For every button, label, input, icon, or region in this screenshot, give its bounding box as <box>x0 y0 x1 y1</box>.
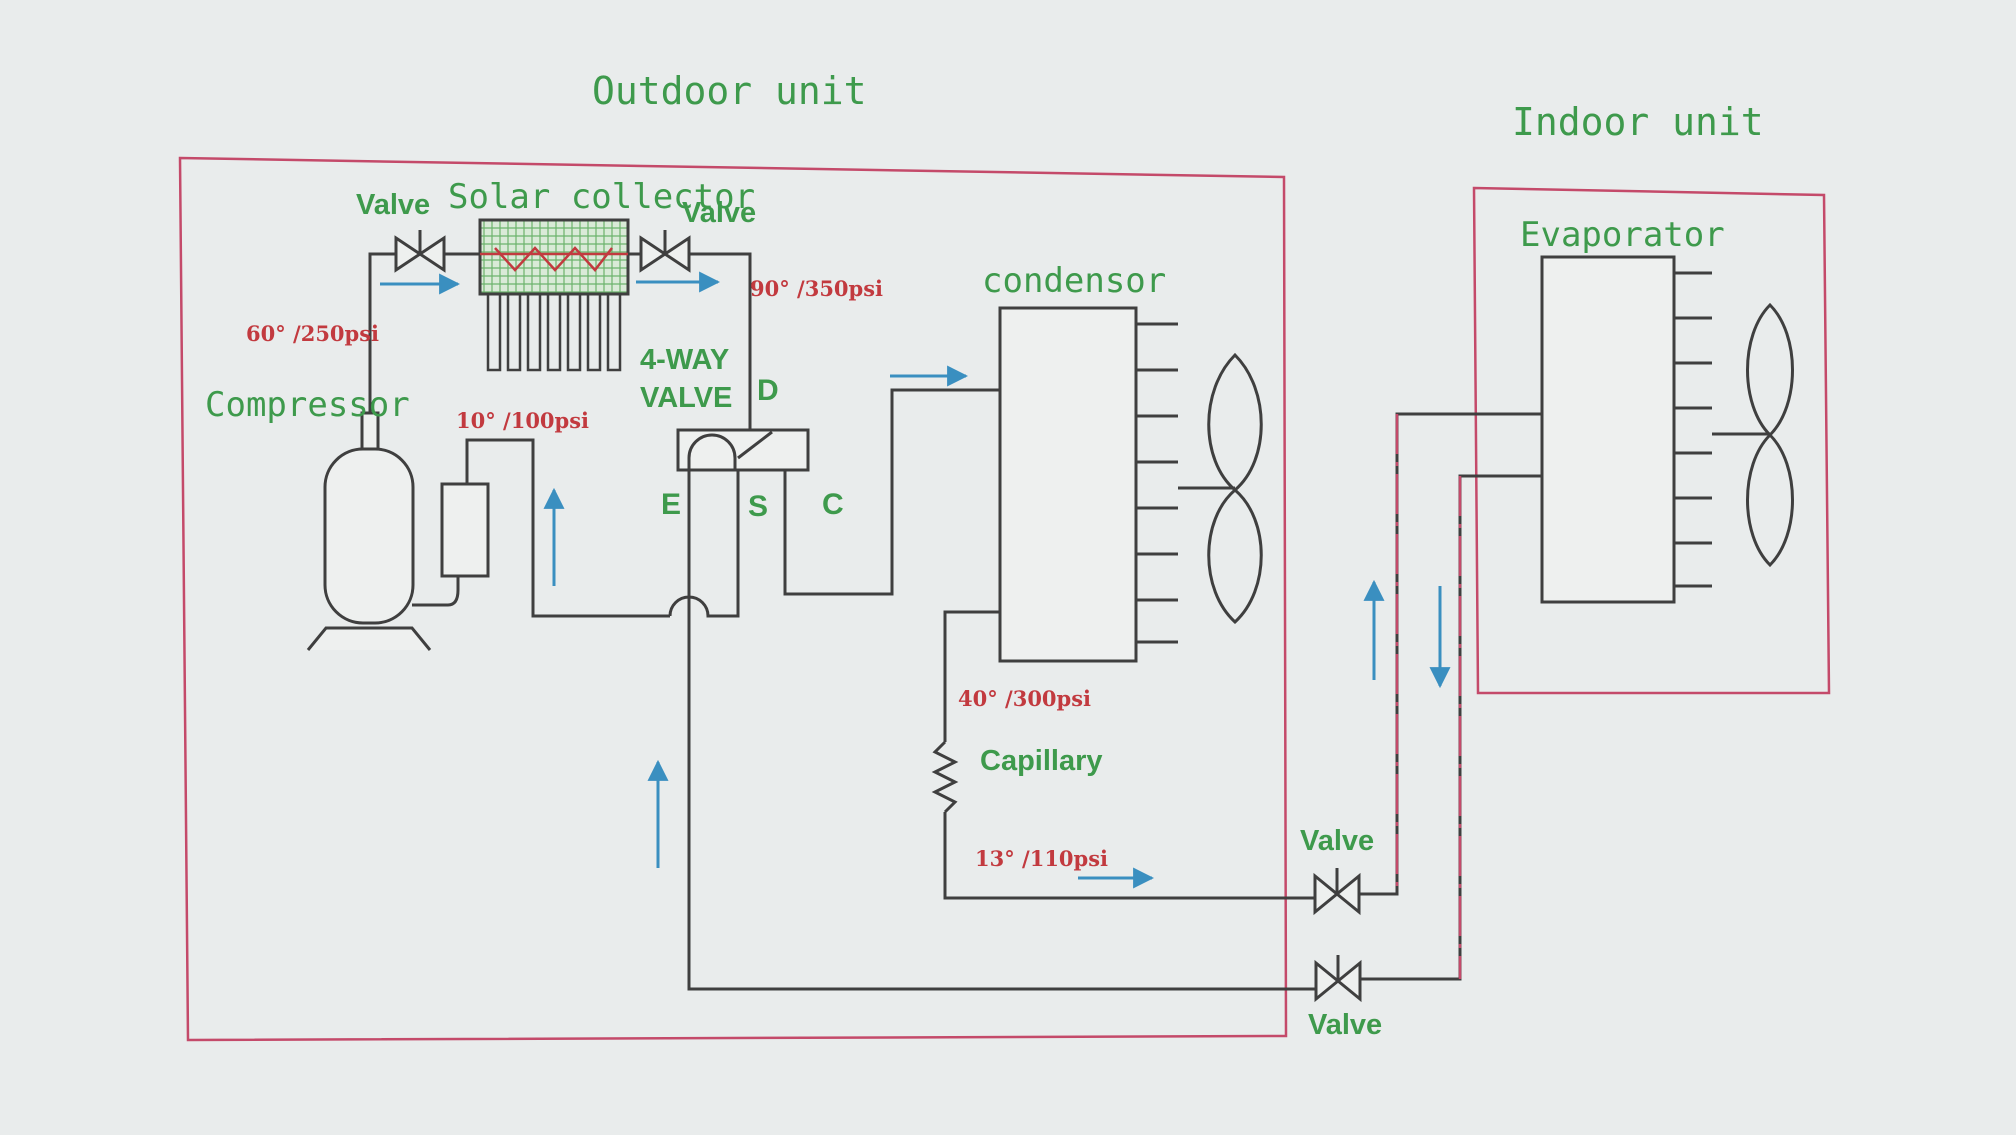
reading-condensor-outlet: 40° /300psi <box>958 686 1091 711</box>
evaporator-fan-icon <box>1712 302 1794 568</box>
flow-arrows <box>380 271 1451 889</box>
valve-liquid-line <box>1313 868 1361 916</box>
port-d-label: D <box>757 374 779 407</box>
port-e-label: E <box>661 488 681 521</box>
valve-top-left <box>394 230 446 273</box>
reading-suction: 10° /100psi <box>456 408 589 433</box>
reading-capillary-outlet: 13° /110psi <box>975 846 1108 871</box>
capillary-label: Capillary <box>980 745 1103 777</box>
valve-liquid-label: Valve <box>1300 825 1374 857</box>
indoor-unit-boundary <box>1472 186 1831 695</box>
condensor-label: condensor <box>982 261 1166 301</box>
compressor-label: Compressor <box>205 385 410 425</box>
valve-top-right-label: Valve <box>682 197 756 229</box>
valve-top-right <box>639 230 691 273</box>
four-way-valve-label-line1: 4-WAY <box>640 344 729 376</box>
outdoor-unit-title: Outdoor unit <box>592 69 867 113</box>
solar-collector <box>478 218 630 372</box>
interunit-lines <box>1395 414 1462 979</box>
refrigerant-pipes <box>368 252 1542 991</box>
valve-gas-line <box>1314 955 1362 1003</box>
four-way-valve-label-line2: VALVE <box>640 382 732 414</box>
indoor-unit-title: Indoor unit <box>1512 100 1764 144</box>
reading-collector-outlet: 90° /350psi <box>750 276 883 301</box>
compressor <box>306 411 432 651</box>
evaporator-label: Evaporator <box>1520 215 1725 255</box>
valve-top-left-label: Valve <box>356 189 430 221</box>
port-s-label: S <box>748 490 768 523</box>
outdoor-unit-boundary <box>178 156 1288 1042</box>
reading-compressor-discharge: 60° /250psi <box>246 321 379 346</box>
evaporator <box>1540 255 1712 604</box>
condensor-fan-icon <box>1178 352 1263 625</box>
accumulator <box>440 482 490 578</box>
condensor <box>998 306 1178 663</box>
port-c-label: C <box>822 488 844 521</box>
four-way-valve <box>676 428 810 472</box>
valve-gas-label: Valve <box>1308 1009 1382 1041</box>
solar-collector-label: Solar collector <box>448 177 755 217</box>
